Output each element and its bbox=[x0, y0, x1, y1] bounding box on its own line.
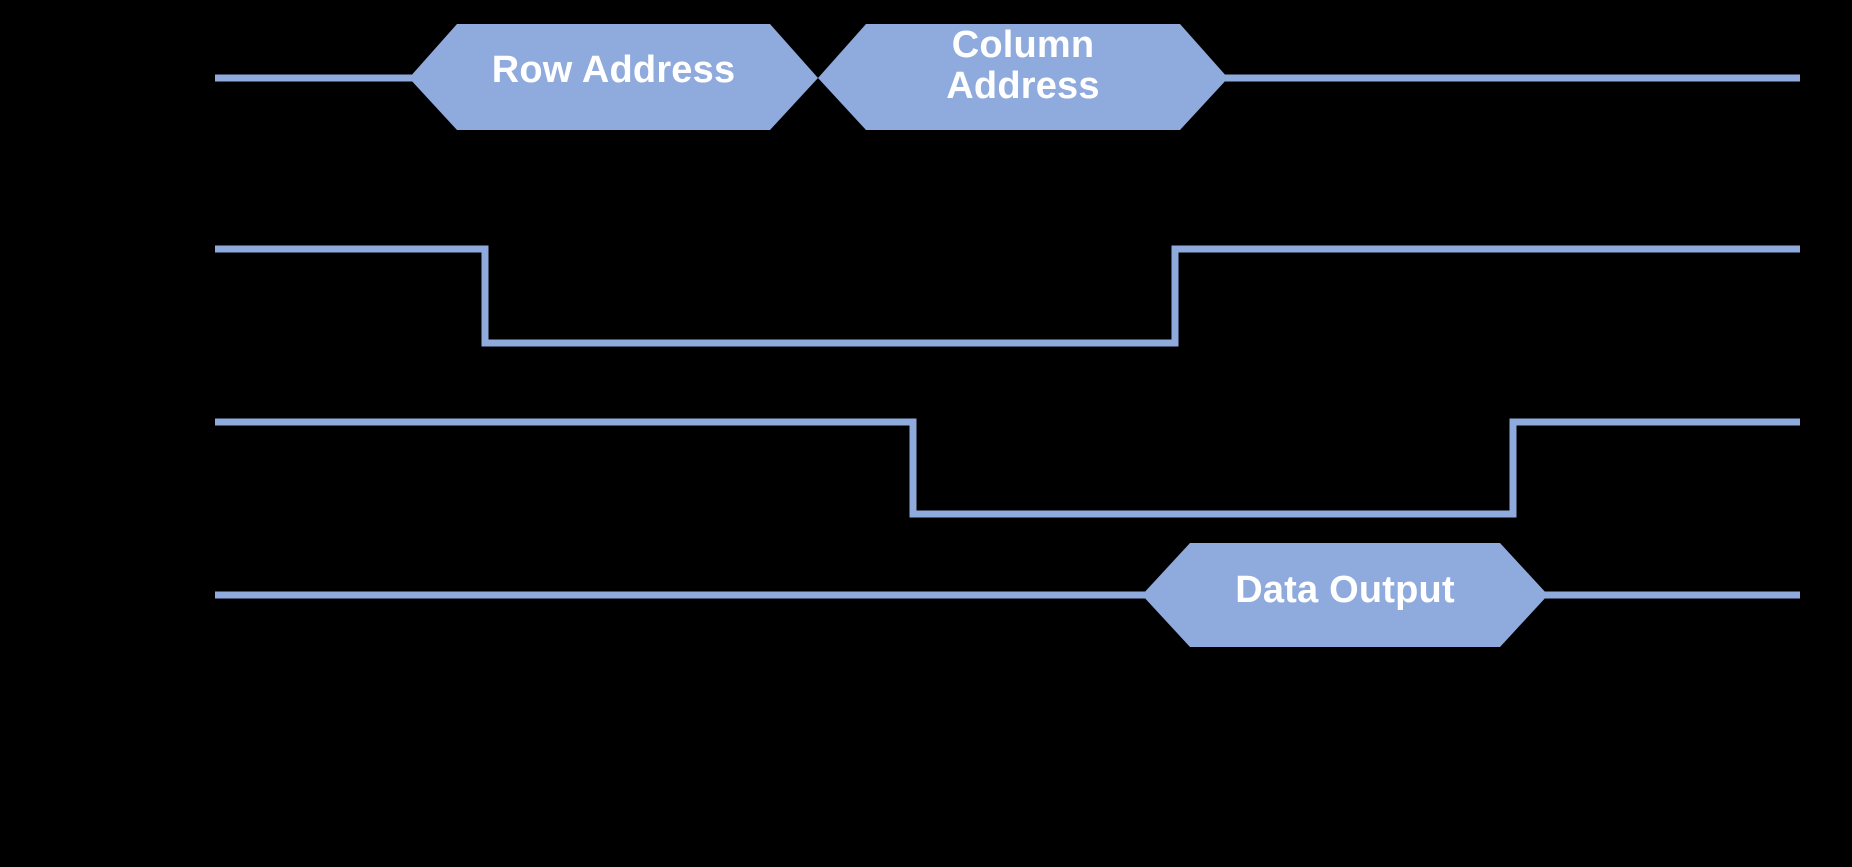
signal-data-bus bbox=[215, 543, 1800, 647]
cas-waveform-path bbox=[215, 418, 1800, 518]
signal-ras-strobe bbox=[215, 245, 1800, 347]
signal-cas-strobe bbox=[215, 418, 1800, 518]
data-output-hexagon bbox=[1142, 543, 1548, 647]
row-address-hexagon bbox=[409, 24, 818, 130]
ras-waveform-path bbox=[215, 245, 1800, 347]
signal-address-bus bbox=[215, 24, 1800, 130]
column-address-hexagon bbox=[818, 24, 1228, 130]
